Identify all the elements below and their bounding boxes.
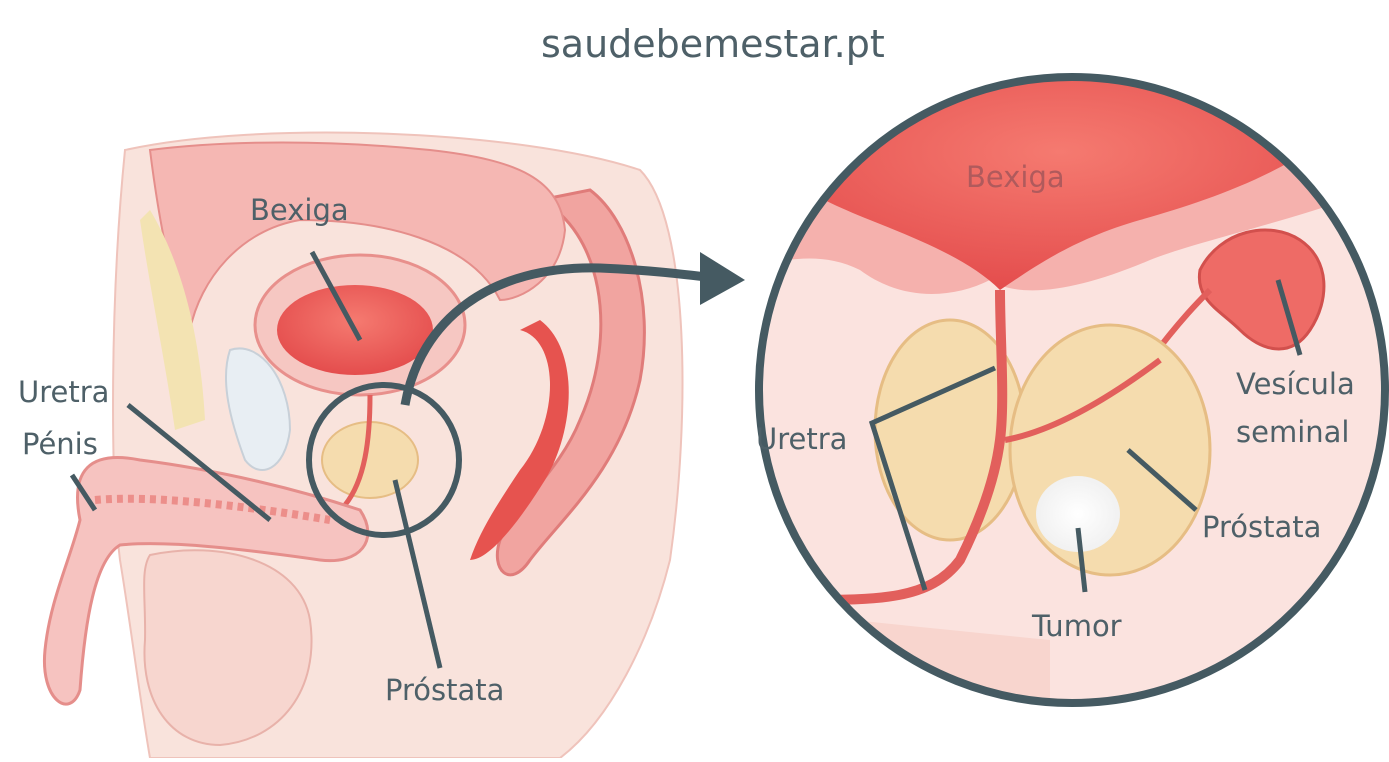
zoom-label-tumor: Tumor (1032, 612, 1122, 641)
body-cross-section (44, 133, 745, 758)
label-bexiga: Bexiga (250, 196, 349, 225)
label-penis: Pénis (22, 430, 98, 459)
zoom-label-vesicula-1: Vesícula (1236, 370, 1355, 399)
zoom-label-uretra: Uretra (756, 425, 847, 454)
site-watermark: saudebemestar.pt (541, 25, 885, 63)
label-prostata: Próstata (385, 676, 504, 705)
arrow-head (700, 252, 745, 305)
zoom-label-prostata: Próstata (1202, 513, 1321, 542)
zoom-label-vesicula-2: seminal (1236, 418, 1349, 447)
zoom-label-bexiga: Bexiga (966, 163, 1065, 192)
label-uretra: Uretra (18, 378, 109, 407)
